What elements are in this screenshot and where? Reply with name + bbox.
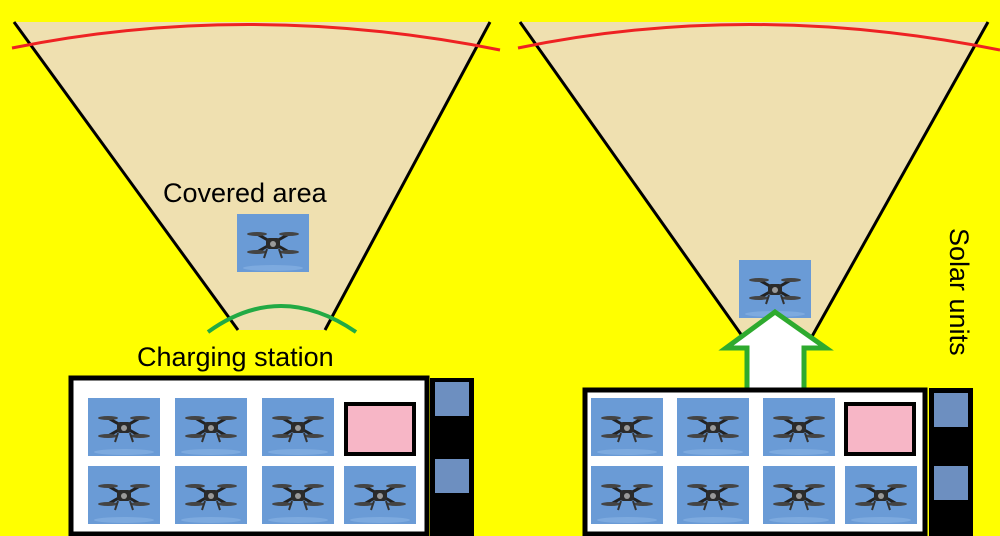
solar-unit-tower bbox=[929, 388, 973, 536]
drone-icon bbox=[175, 398, 247, 456]
solar-panel bbox=[435, 459, 469, 493]
coverage-cone bbox=[14, 22, 490, 330]
right-panel bbox=[518, 22, 1000, 536]
solar-panel bbox=[934, 466, 968, 500]
empty-charging-slot bbox=[846, 404, 914, 454]
drone-icon bbox=[763, 398, 835, 456]
empty-charging-slot bbox=[346, 404, 414, 454]
drone-icon bbox=[763, 466, 835, 524]
drone-icon bbox=[262, 466, 334, 524]
solar-unit-tower bbox=[430, 378, 474, 536]
drone-icon bbox=[237, 214, 309, 272]
solar-panel bbox=[435, 382, 469, 416]
drone-icon bbox=[845, 466, 917, 524]
charging-station-label: Charging station bbox=[137, 344, 334, 371]
drone-icon bbox=[591, 398, 663, 456]
drone-icon bbox=[88, 466, 160, 524]
drone-icon bbox=[591, 466, 663, 524]
drone-icon bbox=[677, 466, 749, 524]
solar-units-label: Solar units bbox=[945, 228, 972, 356]
solar-panel bbox=[934, 393, 968, 427]
drone-icon bbox=[262, 398, 334, 456]
left-panel bbox=[12, 22, 500, 536]
drone-icon bbox=[677, 398, 749, 456]
covered-area-label: Covered area bbox=[163, 180, 327, 207]
drone-icon bbox=[175, 466, 247, 524]
drone-icon bbox=[88, 398, 160, 456]
drone-icon bbox=[344, 466, 416, 524]
